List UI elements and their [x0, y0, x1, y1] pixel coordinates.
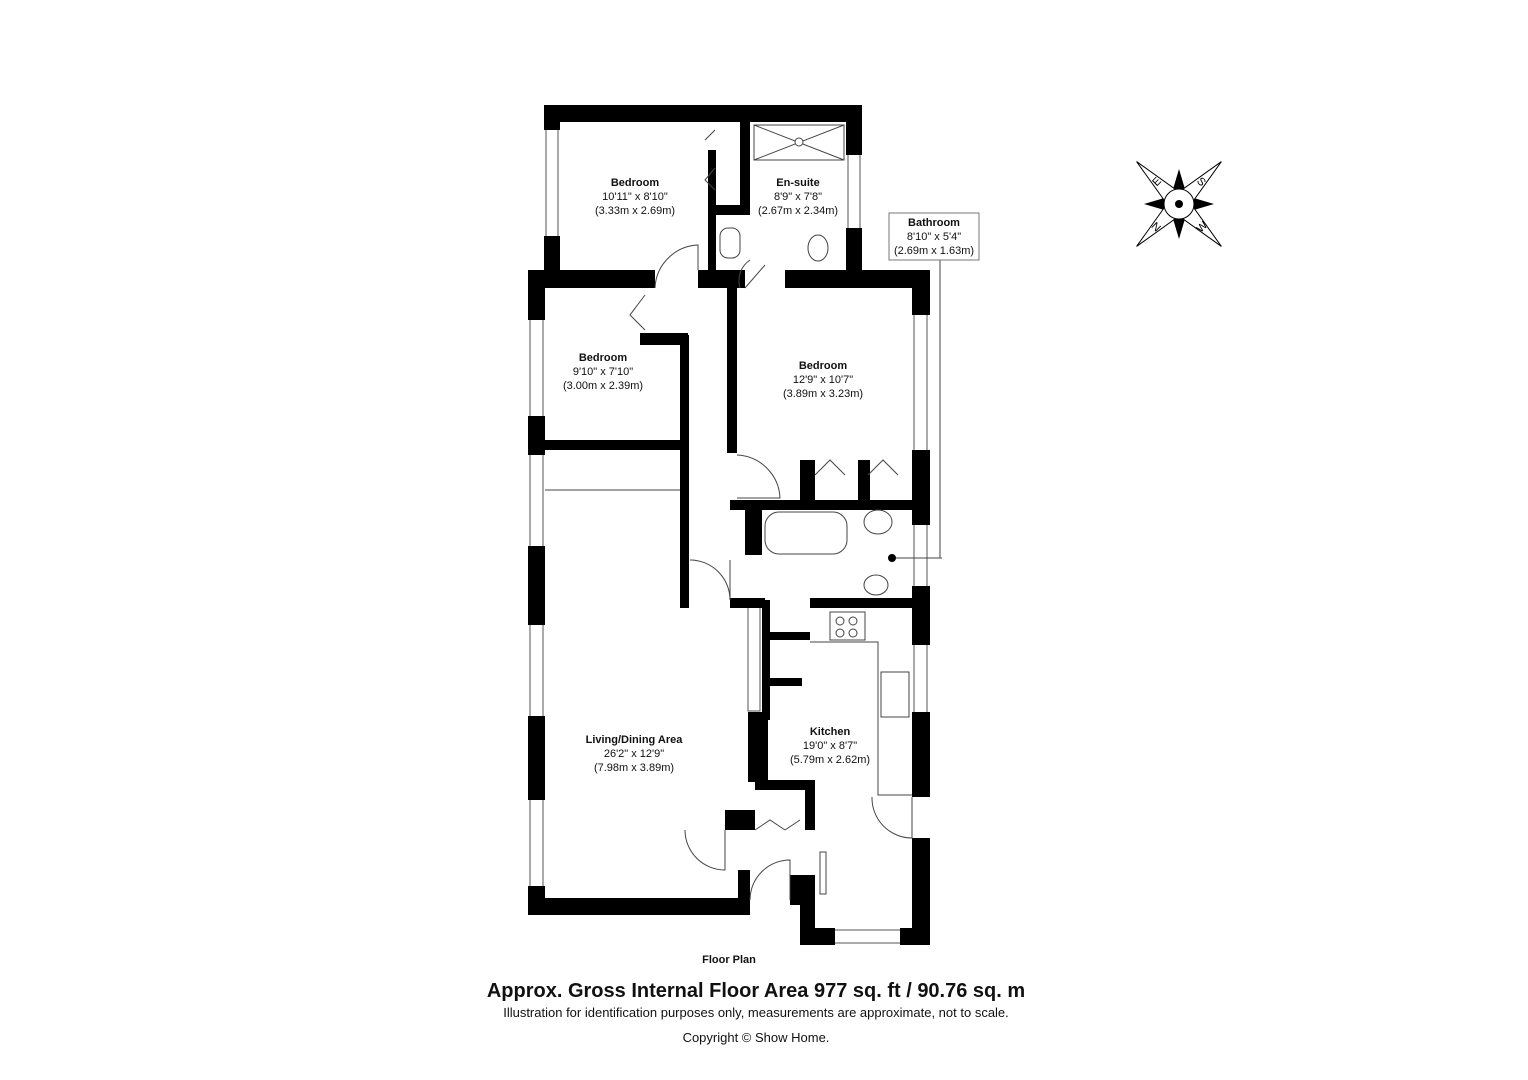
room-size-imperial: 8'10" x 5'4": [907, 231, 961, 243]
room-size-imperial: 8'9" x 7'8": [774, 191, 822, 203]
kitchen-sink: [880, 671, 910, 718]
room-kitchen: Kitchen 19'0" x 8'7" (5.79m x 2.62m): [790, 726, 870, 766]
room-name: Living/Dining Area: [586, 734, 684, 746]
room-size-metric: (3.89m x 3.23m): [783, 388, 863, 400]
disclaimer: Illustration for identification purposes…: [503, 1005, 1009, 1020]
room-name: Bathroom: [908, 217, 960, 229]
windows: [529, 127, 928, 944]
bathroom-basin: [863, 509, 893, 535]
room-size-imperial: 10'11" x 8'10": [602, 191, 668, 203]
compass-icon: E S W N: [1136, 161, 1222, 247]
room-size-metric: (3.00m x 2.39m): [563, 380, 643, 392]
room-size-metric: (2.69m x 1.63m): [894, 245, 974, 257]
room-ensuite: En-suite 8'9" x 7'8" (2.67m x 2.34m): [758, 177, 838, 217]
room-bathroom: Bathroom 8'10" x 5'4" (2.69m x 1.63m): [888, 212, 980, 261]
room-name: Kitchen: [810, 726, 851, 738]
copyright: Copyright © Show Home.: [682, 1030, 830, 1045]
ensuite-toilet: [807, 234, 829, 262]
room-bedroom-2: Bedroom 9'10" x 7'10" (3.00m x 2.39m): [563, 352, 643, 392]
hob: [829, 611, 866, 641]
floor-area-title: Approx. Gross Internal Floor Area 977 sq…: [486, 980, 1026, 1002]
room-size-metric: (2.67m x 2.34m): [758, 205, 838, 217]
room-name: En-suite: [776, 177, 819, 189]
bath: [764, 511, 848, 555]
room-name: Bedroom: [611, 177, 660, 189]
ensuite-basin: [719, 227, 741, 259]
room-name: Bedroom: [579, 352, 628, 364]
room-size-metric: (7.98m x 3.89m): [594, 762, 674, 774]
room-size-imperial: 12'9" x 10'7": [793, 374, 853, 386]
room-living-dining: Living/Dining Area 26'2" x 12'9" (7.98m …: [586, 734, 684, 774]
room-bedroom-1: Bedroom 10'11" x 8'10" (3.33m x 2.69m): [595, 177, 675, 217]
walls: [528, 105, 930, 945]
room-size-imperial: 19'0" x 8'7": [803, 740, 857, 752]
room-name: Bedroom: [799, 360, 848, 372]
room-bedroom-3: Bedroom 12'9" x 10'7" (3.89m x 3.23m): [783, 360, 863, 400]
room-size-metric: (3.33m x 2.69m): [595, 205, 675, 217]
bathroom-toilet: [863, 574, 889, 596]
doors: [629, 129, 913, 901]
room-size-imperial: 26'2" x 12'9": [604, 748, 664, 760]
fixtures: [719, 124, 942, 895]
floor-plan-label: Floor Plan: [702, 954, 756, 966]
room-size-metric: (5.79m x 2.62m): [790, 754, 870, 766]
room-size-imperial: 9'10" x 7'10": [573, 366, 633, 378]
